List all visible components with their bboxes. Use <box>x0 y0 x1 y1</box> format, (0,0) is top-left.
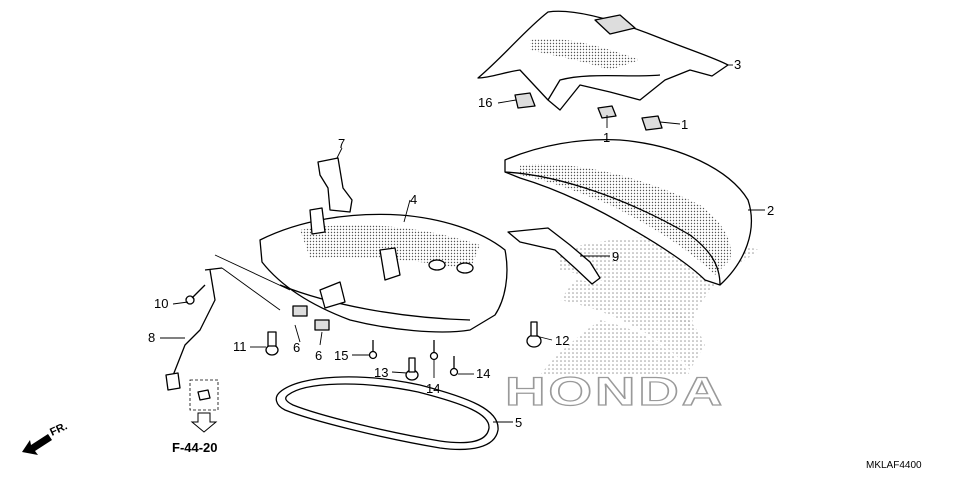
reference-arrow-icon <box>190 412 218 433</box>
bracket-part-9 <box>507 227 601 285</box>
honda-watermark-text: HONDA <box>505 370 725 414</box>
callout-15: 15 <box>334 348 348 363</box>
stay-part-8 <box>165 267 223 391</box>
nut-part-1a <box>597 105 617 119</box>
nut-part-1b <box>641 115 663 131</box>
diagram-code: MKLAF4400 <box>866 460 922 471</box>
cushion-part-6b <box>314 319 330 331</box>
front-label: FR. <box>48 420 69 438</box>
callout-13: 13 <box>374 365 388 380</box>
callout-6a: 6 <box>293 340 300 355</box>
bolt-part-13 <box>405 357 419 381</box>
reference-label: F-44-20 <box>172 440 218 455</box>
cushion-part-6a <box>292 305 308 317</box>
callout-9: 9 <box>612 249 619 264</box>
callout-3: 3 <box>734 57 741 72</box>
callout-12: 12 <box>555 333 569 348</box>
screw-part-14b <box>449 356 459 377</box>
callout-11: 11 <box>233 339 247 354</box>
bolt-part-10 <box>185 284 206 305</box>
leader-lines <box>160 64 765 423</box>
callout-8: 8 <box>148 330 155 345</box>
callout-6b: 6 <box>315 348 322 363</box>
callout-4: 4 <box>410 192 417 207</box>
callout-14a: 14 <box>426 381 440 396</box>
callout-14b: 14 <box>476 366 490 381</box>
callout-5: 5 <box>515 415 522 430</box>
clip-part-16 <box>514 92 536 109</box>
callout-16: 16 <box>478 95 492 110</box>
screw-part-15 <box>368 340 378 360</box>
callout-10: 10 <box>154 296 168 311</box>
front-arrow-icon <box>22 434 52 455</box>
screw-part-14a <box>429 340 439 361</box>
upper-cover-part-3 <box>477 10 729 111</box>
tray-part-2 <box>504 139 752 286</box>
bolt-part-12 <box>526 321 542 348</box>
callout-1b: 1 <box>681 117 688 132</box>
callout-2: 2 <box>767 203 774 218</box>
bracket-part-7 <box>317 157 353 213</box>
callout-1a: 1 <box>603 130 610 145</box>
center-panel-part-4 <box>259 207 508 333</box>
seal-part-5 <box>275 376 499 451</box>
callout-7: 7 <box>338 136 345 151</box>
bolt-part-11 <box>265 331 279 356</box>
reference-box <box>189 379 219 411</box>
